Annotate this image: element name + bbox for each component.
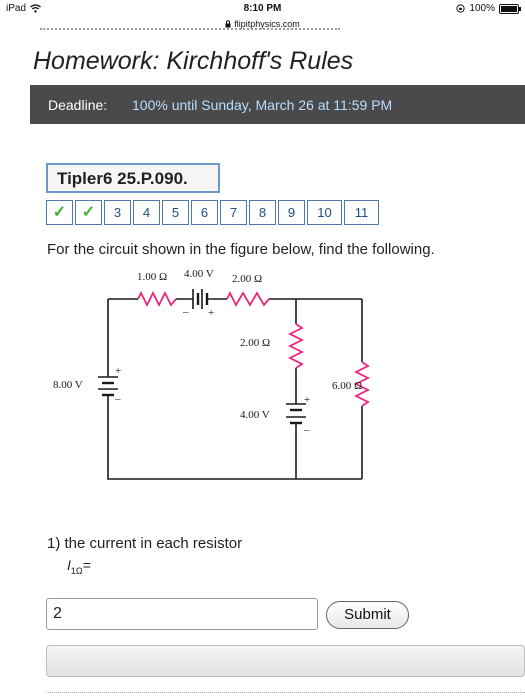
label-r-right: 6.00 Ω bbox=[332, 380, 362, 392]
deadline-bar: Deadline: 100% until Sunday, March 26 at… bbox=[30, 85, 525, 124]
wifi-icon bbox=[30, 4, 41, 13]
label-plus-middle: + bbox=[304, 394, 310, 406]
question-nav-item[interactable]: 11 bbox=[344, 200, 379, 225]
question-nav-item[interactable]: ✓ bbox=[75, 200, 102, 225]
label-r-middle: 2.00 Ω bbox=[240, 337, 270, 349]
battery-middle-4v bbox=[286, 403, 306, 434]
bottom-divider bbox=[46, 692, 525, 693]
status-right: 100% bbox=[456, 3, 521, 14]
status-time: 8:10 PM bbox=[243, 3, 282, 14]
circuit-wires bbox=[107, 298, 363, 480]
cut-off-breadcrumb bbox=[40, 28, 340, 34]
address-url[interactable]: flipitphysics.com bbox=[225, 19, 300, 30]
battery-icon bbox=[499, 3, 521, 14]
variable-subscript: 1Ω bbox=[70, 565, 83, 576]
device-name: iPad bbox=[6, 3, 27, 14]
label-plus-top: + bbox=[208, 307, 214, 319]
problem-id: Tipler6 25.P.090. bbox=[57, 169, 188, 188]
rotation-lock-icon bbox=[456, 4, 466, 13]
resistor-2ohm-middle bbox=[287, 323, 305, 369]
label-minus-left: – bbox=[114, 393, 121, 405]
question-nav-item[interactable]: 7 bbox=[220, 200, 247, 225]
question-nav-item[interactable]: 3 bbox=[104, 200, 131, 225]
feedback-area bbox=[46, 645, 525, 677]
label-emf-middle: 4.00 V bbox=[240, 409, 270, 421]
status-center: 8:10 PM flipitphysics.com bbox=[0, 3, 525, 33]
resistor-2ohm-top bbox=[226, 290, 270, 307]
label-minus-middle: – bbox=[303, 424, 310, 436]
label-emf-left: 8.00 V bbox=[53, 379, 83, 391]
label-plus-left: + bbox=[115, 365, 121, 377]
label-emf-top: 4.00 V bbox=[184, 268, 214, 280]
resistor-1ohm bbox=[137, 290, 177, 308]
instructions: For the circuit shown in the figure belo… bbox=[47, 241, 435, 258]
battery-left-8v bbox=[98, 376, 118, 405]
answer-input[interactable] bbox=[46, 598, 318, 630]
question-nav-item[interactable]: 10 bbox=[307, 200, 342, 225]
deadline-label: Deadline: bbox=[48, 97, 108, 113]
url-text: flipitphysics.com bbox=[234, 18, 300, 29]
page-title: Homework: Kirchhoff's Rules bbox=[33, 47, 354, 75]
variable-equals: = bbox=[82, 557, 91, 573]
question-nav-item[interactable]: 8 bbox=[249, 200, 276, 225]
resistor-6ohm bbox=[353, 361, 370, 407]
battery-percent: 100% bbox=[469, 3, 495, 14]
label-minus-top: – bbox=[182, 306, 189, 318]
question-nav-item[interactable]: 4 bbox=[133, 200, 160, 225]
label-r1: 1.00 Ω bbox=[137, 271, 167, 283]
variable-main: I bbox=[67, 557, 71, 573]
battery-top-4v bbox=[192, 289, 209, 309]
deadline-text: 100% until Sunday, March 26 at 11:59 PM bbox=[132, 97, 393, 113]
circuit-diagram: 1.00 Ω 4.00 V 2.00 Ω – + 2.00 Ω 8.00 V +… bbox=[53, 268, 370, 480]
status-left: iPad bbox=[6, 3, 41, 14]
question-text: 1) the current in each resistor bbox=[47, 535, 243, 552]
question-nav-item[interactable]: 5 bbox=[162, 200, 189, 225]
battery-fill bbox=[501, 5, 517, 12]
problem-id-box: Tipler6 25.P.090. bbox=[46, 163, 220, 193]
question-nav-item[interactable]: ✓ bbox=[46, 200, 73, 225]
submit-button[interactable]: Submit bbox=[326, 601, 409, 629]
lock-icon bbox=[225, 20, 231, 28]
question-nav-item[interactable]: 6 bbox=[191, 200, 218, 225]
question-nav-item[interactable]: 9 bbox=[278, 200, 305, 225]
question-nav: ✓ ✓ 3 4 5 6 7 8 9 10 11 bbox=[46, 200, 381, 225]
status-bar: iPad 8:10 PM flipitphysics.com 100% bbox=[0, 0, 525, 30]
answer-variable: I1Ω= bbox=[67, 557, 91, 576]
label-r2-top: 2.00 Ω bbox=[232, 273, 262, 285]
